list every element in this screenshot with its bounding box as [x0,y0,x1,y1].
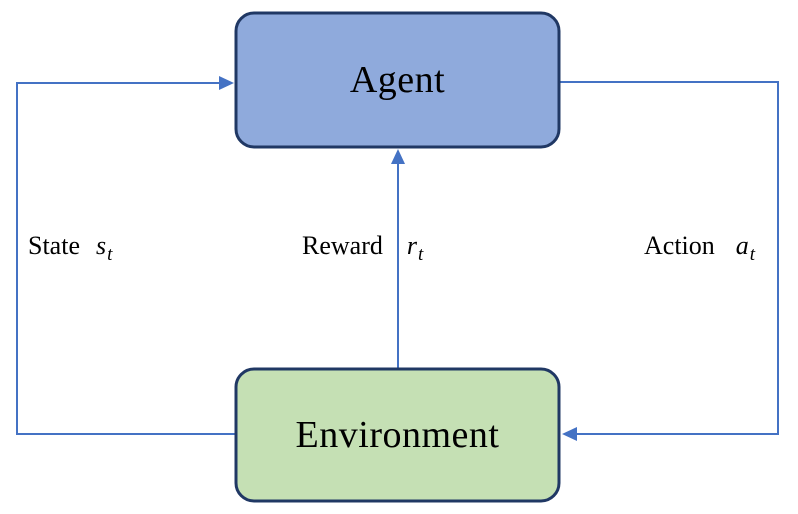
state-arrowhead-icon [219,76,234,90]
action-arrowhead-icon [562,427,577,441]
state-edge-line [16,82,236,435]
environment-box [234,367,561,503]
reward-arrowhead-icon [391,149,405,164]
action-edge-line [559,81,779,435]
agent-box [234,11,561,149]
